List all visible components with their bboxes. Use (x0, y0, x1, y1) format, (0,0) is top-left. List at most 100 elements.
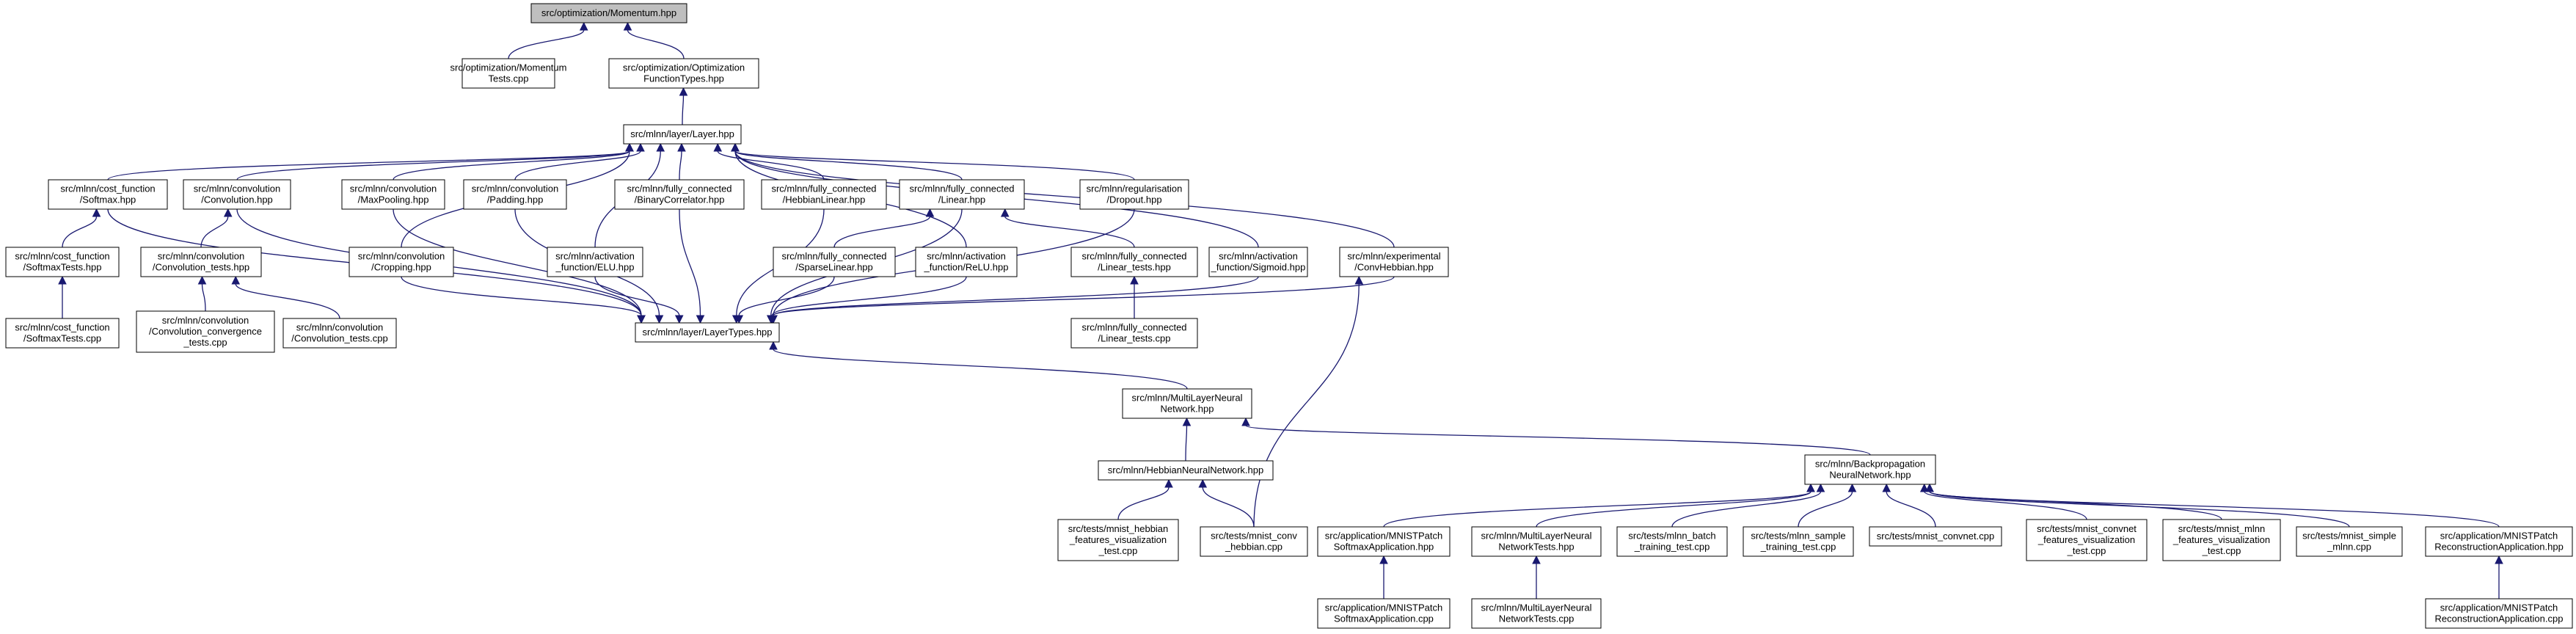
node-label-line: /Convolution_tests.hpp (153, 262, 249, 273)
dependency-edge-linear-to-layer (734, 150, 963, 181)
file-node-cropping[interactable]: src/mlnn/convolution/Cropping.hpp (349, 247, 454, 277)
node-label-line: _test.cpp (2067, 545, 2106, 556)
file-node-mlnn_batch[interactable]: src/tests/mlnn_batch_training_test.cpp (1616, 526, 1728, 557)
node-label-line: _tests.cpp (183, 337, 227, 348)
node-label-line: src/mlnn/cost_function (15, 251, 109, 262)
file-node-linear_tests_cpp[interactable]: src/mlnn/fully_connected/Linear_tests.cp… (1070, 318, 1198, 349)
dependency-edge-mnist_convnet_feat-to-backprop (1924, 491, 2087, 520)
file-node-opt_types[interactable]: src/optimization/OptimizationFunctionTyp… (608, 58, 759, 89)
node-label-line: src/mlnn/regularisation (1087, 183, 1183, 194)
file-node-mnist_conv_hebbian[interactable]: src/tests/mnist_conv_hebbian.cpp (1200, 526, 1308, 557)
node-box (2425, 526, 2573, 557)
file-node-hebbiannn[interactable]: src/mlnn/HebbianNeuralNetwork.hpp (1098, 460, 1274, 481)
file-node-linear[interactable]: src/mlnn/fully_connected/Linear.hpp (899, 179, 1025, 210)
file-node-mlnn_tests_hpp[interactable]: src/mlnn/MultiLayerNeuralNetworkTests.hp… (1471, 526, 1602, 557)
dependency-edge-mnist_hebbian_feat-to-hebbiannn (1117, 487, 1170, 520)
file-node-backprop[interactable]: src/mlnn/BackpropagationNeuralNetwork.hp… (1804, 454, 1936, 485)
node-label-line: _function/Sigmoid.hpp (1211, 262, 1306, 273)
file-node-maxpooling[interactable]: src/mlnn/convolution/MaxPooling.hpp (341, 179, 445, 210)
node-label-line: src/mlnn/fully_connected (627, 183, 731, 194)
file-node-hebbianlinear[interactable]: src/mlnn/fully_connected/HebbianLinear.h… (761, 179, 887, 210)
node-label-line: src/optimization/Momentum (450, 62, 567, 73)
node-box (1317, 598, 1451, 629)
dependency-edge-relu-to-layertypes (771, 276, 967, 316)
file-node-mnist_patch_softmax_hpp[interactable]: src/application/MNISTPatchSoftmaxApplica… (1317, 526, 1451, 557)
arrowhead-icon (58, 275, 67, 285)
file-node-sparselinear[interactable]: src/mlnn/fully_connected/SparseLinear.hp… (773, 247, 896, 277)
node-label-line: _training_test.cpp (1760, 542, 1836, 553)
node-label-line: src/mlnn/Backpropagation (1815, 459, 1925, 470)
node-label-line: src/mlnn/MultiLayerNeural (1481, 531, 1592, 542)
file-node-convolution[interactable]: src/mlnn/convolution/Convolution.hpp (183, 179, 291, 210)
node-box (2026, 519, 2148, 561)
arrowhead-icon (1925, 483, 1934, 492)
node-box (1122, 388, 1252, 419)
node-label-line: src/mlnn/convolution (158, 251, 245, 262)
node-label-line: ReconstructionApplication.cpp (2435, 613, 2564, 624)
node-label-line: /HebbianLinear.hpp (783, 194, 866, 205)
file-node-dropout[interactable]: src/mlnn/regularisation/Dropout.hpp (1079, 179, 1189, 210)
file-node-momentum[interactable]: src/optimization/Momentum.hpp (530, 3, 687, 23)
file-node-mlnn_sample[interactable]: src/tests/mlnn_sample_training_test.cpp (1743, 526, 1854, 557)
node-label-line: src/mlnn/convolution (194, 183, 281, 194)
file-node-relu[interactable]: src/mlnn/activation_function/ReLU.hpp (915, 247, 1018, 277)
dependency-edge-binarycorr-to-layer (679, 150, 682, 181)
node-label-line: /Softmax.hpp (80, 194, 136, 205)
arrowhead-icon (656, 142, 665, 152)
file-node-convhebbian[interactable]: src/mlnn/experimental/ConvHebbian.hpp (1339, 247, 1449, 277)
dependency-edge-multilayer-to-layertypes (773, 349, 1188, 390)
node-label-line: src/tests/mnist_mlnn (2178, 523, 2265, 534)
file-node-layertypes[interactable]: src/mlnn/layer/LayerTypes.hpp (635, 322, 780, 343)
file-node-mnist_patch_recon_cpp[interactable]: src/application/MNISTPatchReconstruction… (2425, 598, 2573, 629)
file-node-mnist_convnet[interactable]: src/tests/mnist_convnet.cpp (1869, 526, 2002, 547)
file-node-mnist_mlnn_feat[interactable]: src/tests/mnist_mlnn_features_visualizat… (2162, 519, 2281, 561)
file-node-padding[interactable]: src/mlnn/convolution/Padding.hpp (463, 179, 567, 210)
node-label-line: src/mlnn/fully_connected (1081, 322, 1186, 333)
arrowhead-icon (231, 275, 241, 285)
node-box (547, 247, 643, 277)
file-node-conv_tests_cpp[interactable]: src/mlnn/convolution/Convolution_tests.c… (282, 318, 397, 349)
node-label-line: src/optimization/Momentum.hpp (541, 7, 676, 18)
file-node-conv_conv_tests[interactable]: src/mlnn/convolution/Convolution_converg… (136, 310, 275, 353)
arrowhead-icon (1882, 483, 1891, 492)
node-box (2425, 598, 2573, 629)
file-node-binarycorr[interactable]: src/mlnn/fully_connected/BinaryCorrelato… (614, 179, 745, 210)
node-box (2296, 526, 2403, 557)
file-node-mnist_convnet_feat[interactable]: src/tests/mnist_convnet_features_visuali… (2026, 519, 2148, 561)
dependency-edge-hebbianlinear-to-layer (717, 150, 825, 181)
file-node-softmax[interactable]: src/mlnn/cost_function/Softmax.hpp (48, 179, 168, 210)
arrowhead-icon (713, 142, 723, 152)
arrowhead-icon (1354, 275, 1364, 285)
node-box (1743, 526, 1854, 557)
node-box (48, 179, 168, 210)
node-box (1869, 526, 2002, 547)
file-node-mnist_patch_recon_hpp[interactable]: src/application/MNISTPatchReconstruction… (2425, 526, 2573, 557)
node-box (341, 179, 445, 210)
file-node-mnist_patch_softmax_cpp[interactable]: src/application/MNISTPatchSoftmaxApplica… (1317, 598, 1451, 629)
arrowhead-icon (734, 315, 744, 324)
arrowhead-icon (731, 142, 740, 152)
arrowhead-icon (1847, 483, 1857, 492)
arrowhead-icon (1130, 275, 1139, 285)
node-label-line: _function/ReLU.hpp (924, 262, 1009, 273)
node-label-line: src/mlnn/layer/Layer.hpp (630, 128, 734, 139)
arrowhead-icon (1241, 417, 1250, 426)
file-node-mlnn_tests_cpp[interactable]: src/mlnn/MultiLayerNeuralNetworkTests.cp… (1471, 598, 1602, 629)
file-node-mnist_simple[interactable]: src/tests/mnist_simple_mlnn.cpp (2296, 526, 2403, 557)
file-node-elu[interactable]: src/mlnn/activation_function/ELU.hpp (547, 247, 643, 277)
node-label-line: src/mlnn/cost_function (15, 322, 109, 333)
file-node-layer[interactable]: src/mlnn/layer/Layer.hpp (623, 124, 742, 145)
arrowhead-icon (1816, 483, 1825, 492)
dependency-edge-maxpooling-to-layer (393, 150, 630, 181)
file-node-linear_tests_hpp[interactable]: src/mlnn/fully_connected/Linear_tests.hp… (1070, 247, 1198, 277)
file-node-mnist_hebbian_feat[interactable]: src/tests/mnist_hebbian_features_visuali… (1057, 519, 1179, 561)
arrowhead-icon (1379, 555, 1388, 564)
file-node-softmaxtests_hpp[interactable]: src/mlnn/cost_function/SoftmaxTests.hpp (5, 247, 120, 277)
file-node-sigmoid[interactable]: src/mlnn/activation_function/Sigmoid.hpp (1208, 247, 1308, 277)
node-label-line: src/tests/mnist_convnet.cpp (1877, 531, 1994, 542)
arrowhead-icon (197, 275, 207, 285)
file-node-softmaxtests_cpp[interactable]: src/mlnn/cost_function/SoftmaxTests.cpp (5, 318, 120, 349)
file-node-conv_tests_hpp[interactable]: src/mlnn/convolution/Convolution_tests.h… (140, 247, 262, 277)
